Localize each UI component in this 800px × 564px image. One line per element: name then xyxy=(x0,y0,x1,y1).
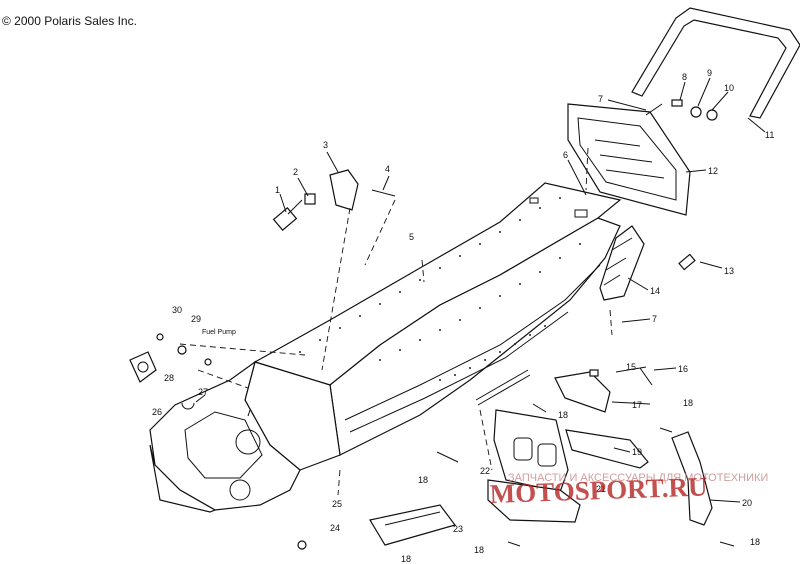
callout-11: 11 xyxy=(765,130,774,140)
copyright-text: © 2000 Polaris Sales Inc. xyxy=(2,14,137,28)
side-plate xyxy=(565,429,649,469)
callout-18a: 18 xyxy=(558,410,568,420)
callout-15: 15 xyxy=(626,362,636,372)
assembly-lines xyxy=(179,147,613,496)
grab-bar-hardware xyxy=(645,99,718,121)
callout-19: 19 xyxy=(632,447,642,457)
callout-30: 30 xyxy=(172,305,182,315)
callout-8: 8 xyxy=(682,72,687,82)
callout-18e: 18 xyxy=(474,545,484,555)
fuel-pump-note: Fuel Pump xyxy=(202,329,236,336)
front-hardware xyxy=(272,169,396,231)
callout-6: 6 xyxy=(563,150,568,160)
callout-5: 5 xyxy=(409,232,414,242)
callout-1: 1 xyxy=(275,185,280,195)
watermark-tagline: ЗАПЧАСТИ И АКСЕССУАРЫ ДЛЯ МОТОТЕХНИКИ xyxy=(508,472,768,484)
fuel-pump-mount xyxy=(129,333,212,410)
callout-18c: 18 xyxy=(418,475,428,485)
watermark-brand: MOTOSPORT.RU xyxy=(489,471,708,509)
callout-18f: 18 xyxy=(750,537,760,547)
callout-18b: 18 xyxy=(683,398,693,408)
callout-16: 16 xyxy=(678,364,688,374)
skid-plate xyxy=(369,504,457,546)
callout-14: 14 xyxy=(650,286,660,296)
callout-27: 27 xyxy=(198,387,208,397)
callout-26: 26 xyxy=(152,407,162,417)
rear-grab-bar xyxy=(631,7,800,119)
callout-3: 3 xyxy=(323,140,328,150)
callout-12: 12 xyxy=(708,166,718,176)
fasteners xyxy=(297,403,735,550)
reflector-13 xyxy=(678,253,696,271)
callout-13: 13 xyxy=(724,266,734,276)
callout-23: 23 xyxy=(453,524,463,534)
heat-exchanger-plate xyxy=(475,369,581,523)
callout-17: 17 xyxy=(632,400,642,410)
chassis-tunnel xyxy=(149,182,622,513)
right-side-bracket xyxy=(554,367,653,413)
callout-labels: 1 2 3 4 5 6 7 7 8 9 10 11 12 13 14 15 16… xyxy=(152,68,774,564)
callout-2: 2 xyxy=(293,167,298,177)
rear-hanger-bracket xyxy=(671,431,713,526)
rear-snow-flap xyxy=(567,103,691,216)
callout-4: 4 xyxy=(385,164,390,174)
callout-20: 20 xyxy=(742,498,752,508)
callout-24: 24 xyxy=(330,523,340,533)
callout-21: 21 xyxy=(596,484,606,494)
callout-22: 22 xyxy=(480,466,490,476)
callout-leaders xyxy=(195,77,766,503)
watermark: ЗАПЧАСТИ И АКСЕССУАРЫ ДЛЯ МОТОТЕХНИКИ MO… xyxy=(489,471,768,509)
rear-bumper-cap xyxy=(599,225,645,301)
callout-29: 29 xyxy=(191,314,201,324)
callout-9: 9 xyxy=(707,68,712,78)
callout-7a: 7 xyxy=(598,94,603,104)
callout-18d: 18 xyxy=(401,554,411,564)
callout-25: 25 xyxy=(332,499,342,509)
callout-7b: 7 xyxy=(652,314,657,324)
callout-10: 10 xyxy=(724,83,734,93)
callout-28: 28 xyxy=(164,373,174,383)
